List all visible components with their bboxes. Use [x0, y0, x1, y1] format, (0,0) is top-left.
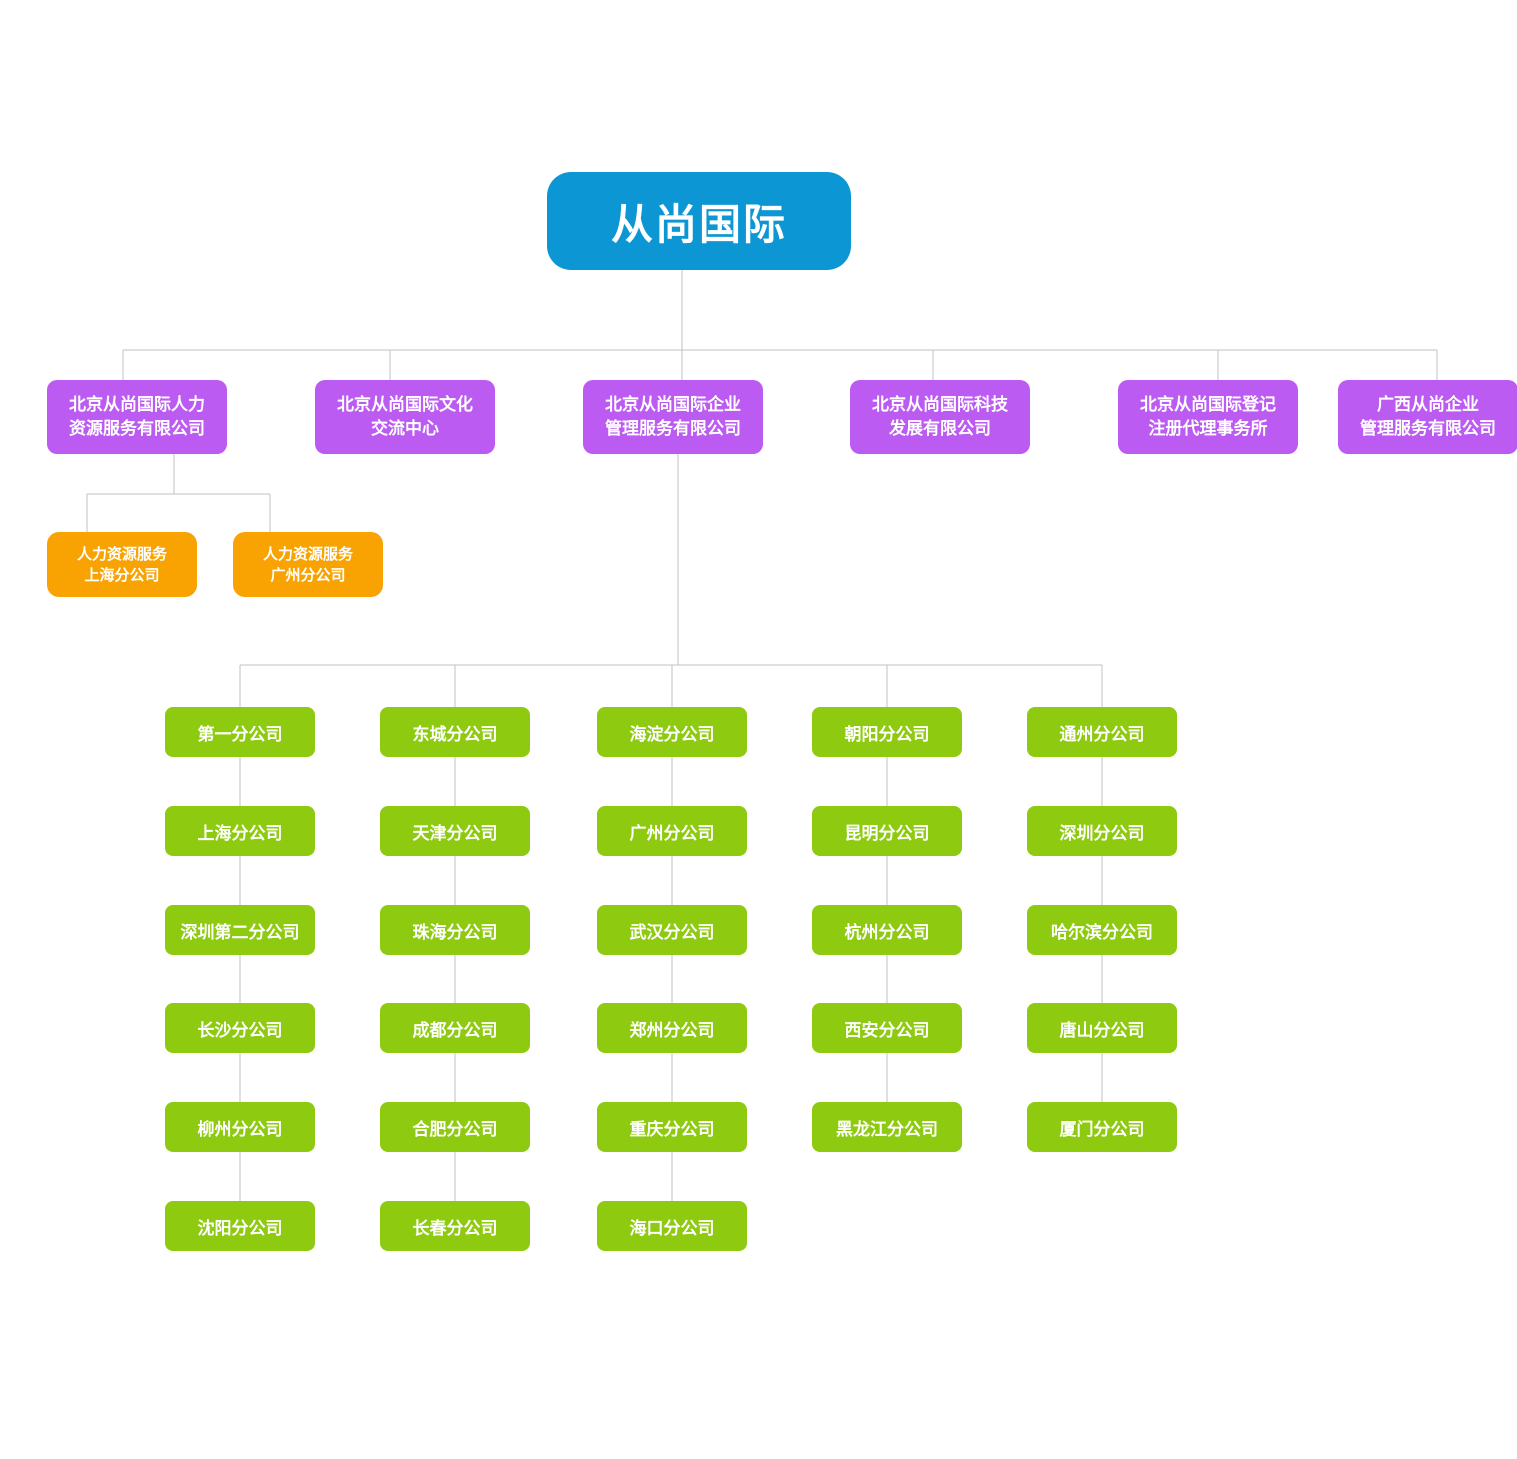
org-node-subsidiary[interactable]: 北京从尚国际文化 交流中心	[315, 380, 495, 454]
org-node-branch[interactable]: 第一分公司	[165, 707, 315, 757]
org-node-root[interactable]: 从尚国际	[547, 172, 851, 270]
org-node-branch[interactable]: 成都分公司	[380, 1003, 530, 1053]
org-node-branch[interactable]: 西安分公司	[812, 1003, 962, 1053]
org-node-branch[interactable]: 郑州分公司	[597, 1003, 747, 1053]
org-node-branch[interactable]: 海淀分公司	[597, 707, 747, 757]
org-node-branch[interactable]: 海口分公司	[597, 1201, 747, 1251]
org-node-branch[interactable]: 上海分公司	[165, 806, 315, 856]
org-node-hr-branch[interactable]: 人力资源服务 上海分公司	[47, 532, 197, 597]
org-node-subsidiary[interactable]: 广西从尚企业 管理服务有限公司	[1338, 380, 1517, 454]
org-node-subsidiary[interactable]: 北京从尚国际科技 发展有限公司	[850, 380, 1030, 454]
org-node-branch[interactable]: 深圳分公司	[1027, 806, 1177, 856]
org-node-branch[interactable]: 通州分公司	[1027, 707, 1177, 757]
org-node-branch[interactable]: 唐山分公司	[1027, 1003, 1177, 1053]
org-node-branch[interactable]: 厦门分公司	[1027, 1102, 1177, 1152]
org-node-branch[interactable]: 武汉分公司	[597, 905, 747, 955]
org-node-branch[interactable]: 东城分公司	[380, 707, 530, 757]
org-node-branch[interactable]: 珠海分公司	[380, 905, 530, 955]
org-node-branch[interactable]: 沈阳分公司	[165, 1201, 315, 1251]
org-node-branch[interactable]: 重庆分公司	[597, 1102, 747, 1152]
org-node-branch[interactable]: 哈尔滨分公司	[1027, 905, 1177, 955]
org-node-branch[interactable]: 杭州分公司	[812, 905, 962, 955]
org-node-branch[interactable]: 合肥分公司	[380, 1102, 530, 1152]
org-node-subsidiary[interactable]: 北京从尚国际企业 管理服务有限公司	[583, 380, 763, 454]
org-node-branch[interactable]: 深圳第二分公司	[165, 905, 315, 955]
org-node-subsidiary[interactable]: 北京从尚国际人力 资源服务有限公司	[47, 380, 227, 454]
org-node-branch[interactable]: 黑龙江分公司	[812, 1102, 962, 1152]
org-node-branch[interactable]: 广州分公司	[597, 806, 747, 856]
org-node-branch[interactable]: 长春分公司	[380, 1201, 530, 1251]
org-node-branch[interactable]: 长沙分公司	[165, 1003, 315, 1053]
org-node-branch[interactable]: 朝阳分公司	[812, 707, 962, 757]
org-node-hr-branch[interactable]: 人力资源服务 广州分公司	[233, 532, 383, 597]
org-node-subsidiary[interactable]: 北京从尚国际登记 注册代理事务所	[1118, 380, 1298, 454]
org-node-branch[interactable]: 天津分公司	[380, 806, 530, 856]
org-node-branch[interactable]: 昆明分公司	[812, 806, 962, 856]
org-node-branch[interactable]: 柳州分公司	[165, 1102, 315, 1152]
